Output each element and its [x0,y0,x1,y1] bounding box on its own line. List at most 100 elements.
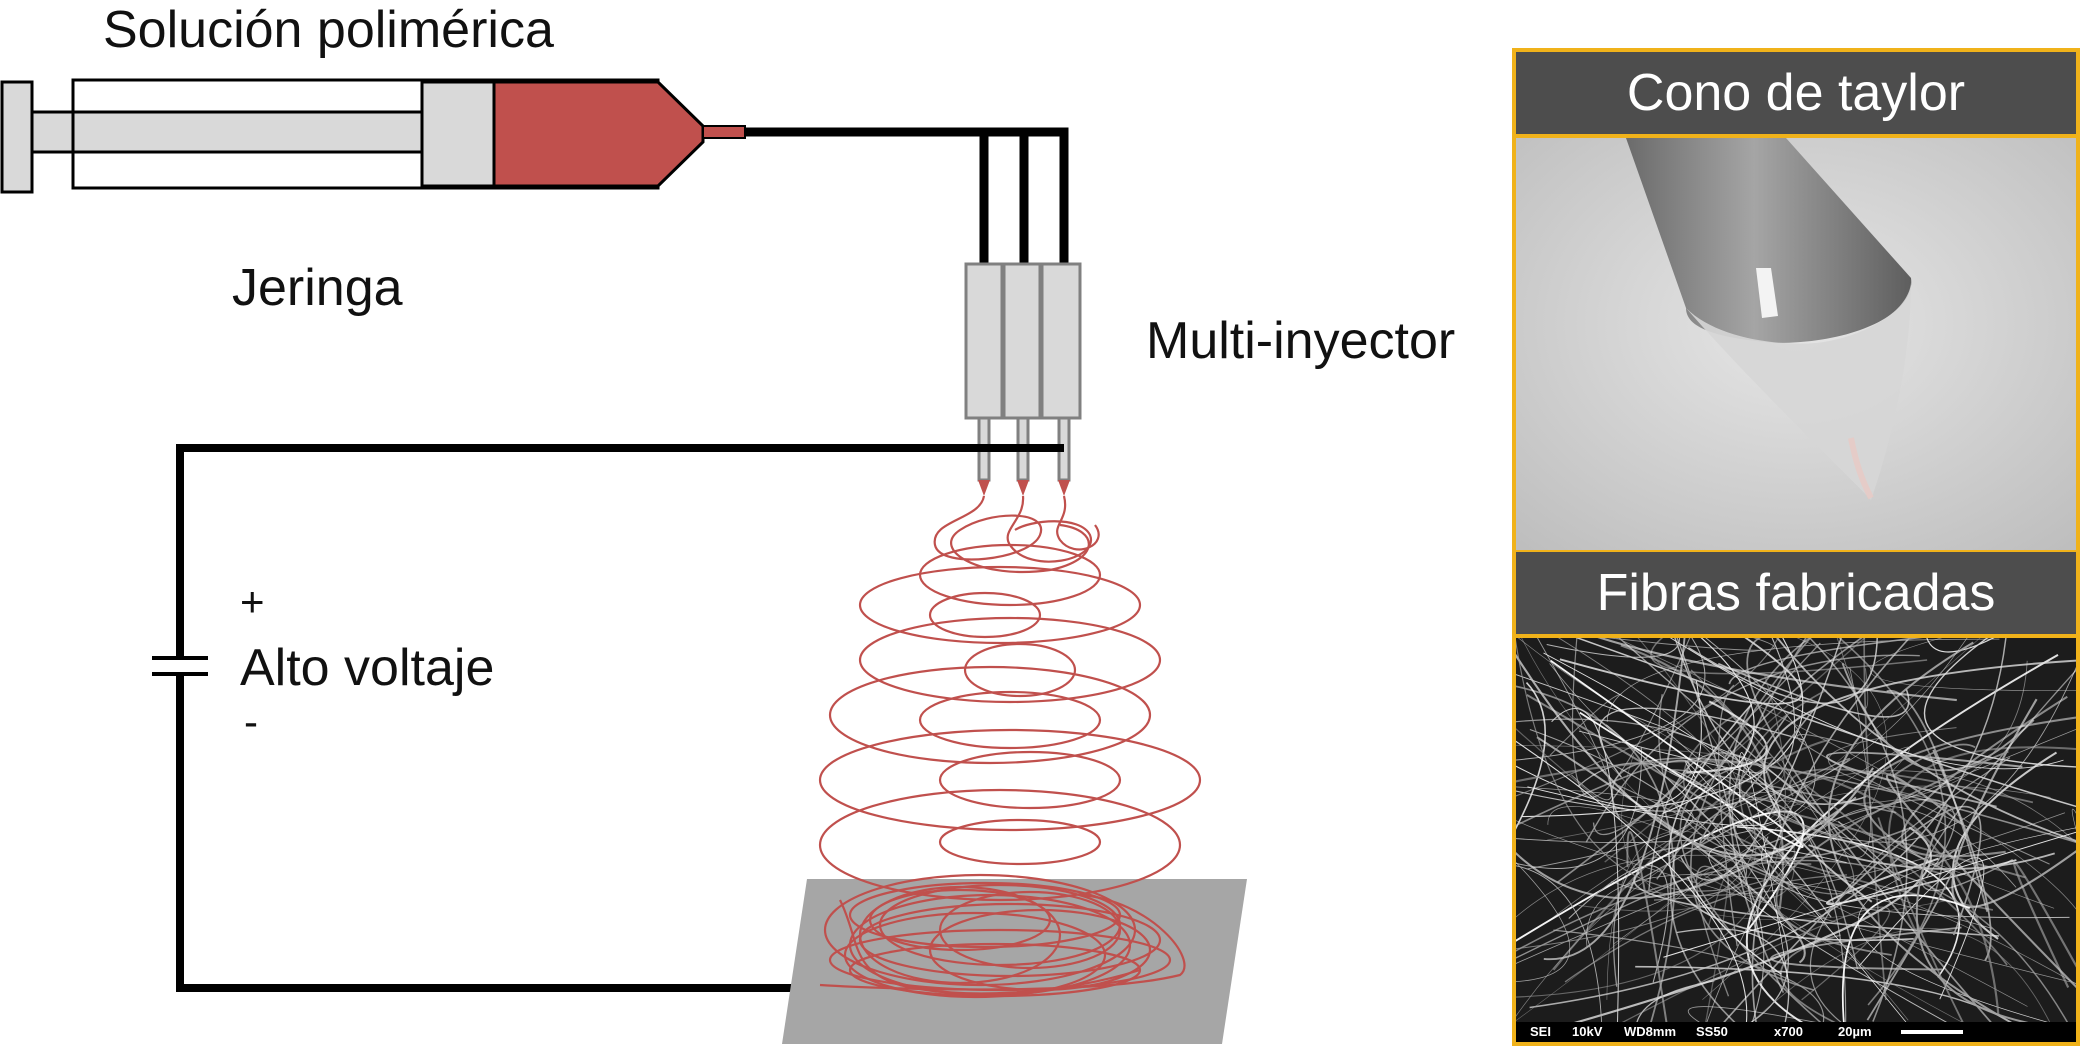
sem-fiber-strand [1516,859,2076,1040]
sem-fiber-strand [1951,751,2058,940]
sem-fiber-strand [1781,667,1872,858]
sem-fiber-strand [1516,685,1676,1042]
results-panel: Cono de taylor Fibras fabricadas [1512,48,2080,1046]
sem-fiber-strand [1669,638,2064,770]
label-syringe: Jeringa [232,259,403,317]
sem-fiber-strand [1717,684,1738,947]
sem-fiber-strand [1549,693,1622,756]
sem-fiber-strand [1688,638,1878,704]
injector-body-3 [1040,262,1082,420]
sem-fiber-strand [1635,965,2035,1042]
syringe [0,78,746,194]
sem-fiber-strand [1776,638,2076,842]
injector-body-2 [1002,262,1042,420]
taylor-cone-photo [1516,138,2076,550]
sem-fiber-image [1516,638,2076,1042]
sem-fiber-strand [1901,695,2068,858]
sem-mode: SEI [1530,1024,1551,1039]
sem-fiber-strand [1809,757,2011,1042]
sem-fiber-strand [1827,727,1957,802]
label-polymer-solution: Solución polimérica [103,1,554,59]
taylor-cone-title: Cono de taylor [1516,52,2076,134]
polymer-solution [492,80,705,188]
sem-fiber-strand [1543,638,1686,961]
sem-fiber-strand [1516,638,1796,812]
sem-fiber-strand [1516,862,1571,982]
sem-fiber-strand [1597,638,1957,702]
sem-fiber-strand [1770,926,1962,971]
sem-fiber-strand [1613,847,1799,987]
sem-fiber-strand [1516,744,1784,841]
electrospinning-diagram [0,78,1247,1044]
sem-fiber-strand [1516,638,1756,950]
sem-fiber-strand [1648,752,1828,891]
sem-fiber-strand [1656,798,1859,970]
fiber-whip [818,495,1202,999]
sem-spot-size: SS50 [1696,1024,1728,1039]
sem-fiber-strand [1547,806,2028,1007]
sem-fiber-strand [1788,768,2034,804]
syringe-plunger-head [0,80,34,194]
sem-fiber-strand [1516,759,1690,884]
sem-fiber-strand [1559,638,1803,705]
injector-body-1 [964,262,1004,420]
sem-fiber-strand [1808,844,2055,870]
fiber-sem-photo: SEI 10kV WD8mm SS50 x700 20µm [1516,638,2076,1042]
sem-fiber-strand [1838,638,1947,1006]
sem-fiber-strand [1606,830,1909,1021]
sem-fiber-strand [2071,808,2076,831]
sem-fiber-strand [1761,836,2070,919]
sem-fiber-strand [1722,805,1982,1024]
sem-fiber-strand [1516,820,2076,984]
sem-scale-bar [1901,1030,1963,1034]
sem-fiber-strand [1915,804,2055,1029]
sem-fiber-strand [1516,810,1805,942]
sem-fiber-strand [1926,638,1995,653]
fabricated-fibers-title: Fibras fabricadas [1516,552,2076,634]
sem-fiber-strand [1529,728,1765,1037]
circuit-wires [176,444,1064,992]
sem-fiber-strand [1575,638,2076,808]
sem-fiber-strand [1516,760,2000,1016]
sem-fiber-strand [1578,638,1757,912]
sem-fiber-strand [1923,638,2076,768]
positive-wire [176,444,1064,660]
sem-scale-label: 20µm [1838,1024,1872,1039]
tubing [745,127,1069,264]
sem-fiber-strand [1516,718,1847,1042]
sem-voltage: 10kV [1572,1024,1603,1039]
sem-fiber-strand [1841,894,1971,1042]
sem-fiber-strand [1626,831,1671,1042]
syringe-needle-tip [702,125,746,139]
sem-magnification: x700 [1774,1024,1803,1039]
sem-fiber-strand [1551,708,1620,1042]
sem-fiber-strand [1516,728,2076,964]
sem-fiber-strand [1825,857,2017,906]
capacitor-symbol [152,656,208,676]
label-multi-injector: Multi-inyector [1146,312,1456,370]
sem-fiber-strand [1516,682,1546,830]
sem-fiber-strand [1605,724,1789,1040]
sem-fiber-strand [1516,798,1956,959]
sem-fiber-strand [1549,638,1968,794]
sem-fiber-strand [1516,728,1796,899]
sem-fiber-strand [1521,638,2002,1042]
sem-fiber-strand [1808,638,1908,1022]
sem-fiber-strand [1516,639,1785,892]
sem-fiber-strand [1605,638,1775,651]
sem-fiber-strand [1546,770,2076,923]
sem-fiber-strand [1731,638,1911,860]
sem-fiber-strand [1662,638,1755,815]
sem-fiber-strand [1766,808,2027,879]
sem-fiber-strand [1858,857,1985,1000]
label-high-voltage: Alto voltaje [240,639,495,697]
label-plus: + [240,578,265,625]
sem-fiber-strand [1553,929,1824,1042]
sem-fiber-strand [1516,740,1748,1031]
sem-fiber-strand [1516,673,1786,998]
sem-fiber-strand [1583,906,1891,1042]
sem-fiber-strand [1516,638,1706,761]
sem-info-bar: SEI 10kV WD8mm SS50 x700 20µm [1516,1022,2076,1042]
sem-fiber-strand [1690,638,1815,991]
sem-fiber-strand [1586,874,1993,947]
